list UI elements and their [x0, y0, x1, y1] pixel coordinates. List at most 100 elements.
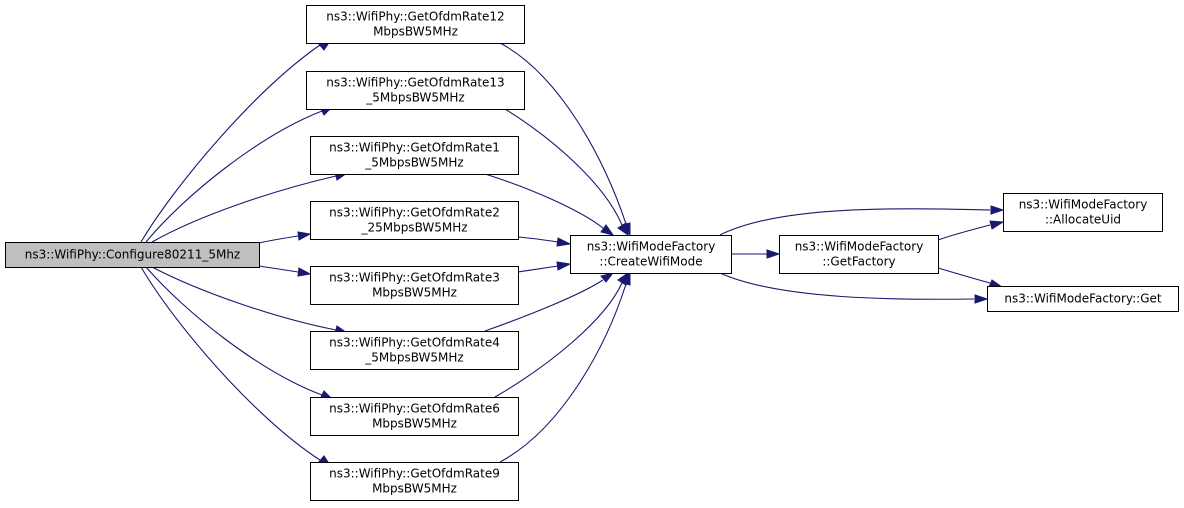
nodes-layer: ns3::WifiPhy::Configure80211_5Mhzns3::Wi…: [5, 5, 1179, 501]
edge-configure-to-r13_5: [145, 106, 334, 243]
node-label-line: ::AllocateUid: [1045, 213, 1121, 227]
edge-r4_5-to-create: [484, 272, 615, 332]
arrowhead-icon: [600, 224, 615, 236]
arrowhead-icon: [989, 220, 1005, 230]
node-label-line: ns3::WifiModeFactory: [795, 240, 924, 254]
node-label-line: ns3::WifiModeFactory::Get: [1004, 292, 1161, 306]
node-label-line: _5MbpsBW5MHz: [364, 351, 463, 365]
node-configure[interactable]: ns3::WifiPhy::Configure80211_5Mhz: [5, 242, 260, 268]
node-label-line: MbpsBW5MHz: [372, 417, 457, 431]
edge-line: [140, 44, 321, 243]
node-create[interactable]: ns3::WifiModeFactory::CreateWifiMode: [570, 235, 732, 274]
node-label-line: ns3::WifiModeFactory: [1019, 198, 1148, 212]
node-label-line: ns3::WifiPhy::GetOfdmRate4: [329, 336, 500, 350]
node-r4_5[interactable]: ns3::WifiPhy::GetOfdmRate4_5MbpsBW5MHz: [310, 331, 519, 370]
node-box[interactable]: [310, 136, 519, 175]
edge-create-to-getfactory: [731, 249, 781, 259]
node-label-line: ns3::WifiPhy::GetOfdmRate1: [329, 141, 500, 155]
edge-line: [140, 266, 321, 461]
node-box[interactable]: [310, 266, 519, 305]
node-box[interactable]: [310, 397, 519, 436]
edge-line: [258, 265, 299, 273]
edge-line: [145, 110, 323, 243]
edge-create-to-get: [719, 272, 989, 304]
arrowhead-icon: [297, 267, 312, 277]
arrowhead-icon: [974, 294, 989, 304]
edge-configure-to-r9: [140, 266, 332, 466]
root-node-box[interactable]: [5, 242, 260, 268]
edge-r1_5-to-create: [484, 173, 615, 236]
edge-configure-to-r3: [258, 265, 312, 277]
edge-r3-to-create: [517, 261, 572, 273]
edge-line: [517, 265, 559, 273]
node-box[interactable]: [310, 331, 519, 370]
edge-line: [151, 266, 337, 331]
node-label-line: MbpsBW5MHz: [372, 286, 457, 300]
arrowhead-icon: [556, 261, 572, 271]
node-box[interactable]: [306, 71, 525, 110]
edge-line: [937, 224, 991, 241]
edge-configure-to-r12: [140, 40, 332, 243]
node-label-line: ns3::WifiPhy::GetOfdmRate2: [329, 206, 500, 220]
arrowhead-icon: [600, 272, 615, 283]
edge-configure-to-r6: [145, 266, 334, 400]
arrowhead-icon: [617, 222, 629, 237]
arrowhead-icon: [988, 279, 1004, 288]
node-label-line: ::GetFactory: [822, 255, 895, 269]
edge-r9-to-create: [499, 271, 631, 463]
node-getfactory[interactable]: ns3::WifiModeFactory::GetFactory: [779, 235, 939, 274]
arrowhead-icon: [621, 271, 631, 286]
node-label-line: _25MbpsBW5MHz: [360, 221, 467, 235]
node-box[interactable]: [570, 235, 732, 274]
node-label-line: _5MbpsBW5MHz: [365, 91, 464, 105]
edge-line: [484, 279, 604, 332]
arrowhead-icon: [297, 231, 312, 241]
edge-line: [517, 236, 559, 243]
node-r13_5[interactable]: ns3::WifiPhy::GetOfdmRate13_5MbpsBW5MHz: [306, 71, 525, 110]
node-label-line: ns3::WifiPhy::GetOfdmRate6: [329, 402, 500, 416]
node-label-line: MbpsBW5MHz: [372, 482, 457, 496]
edge-configure-to-r2_25: [258, 231, 312, 244]
edge-line: [719, 208, 991, 236]
edge-getfactory-to-allocate: [937, 220, 1005, 241]
node-label-line: _5MbpsBW5MHz: [364, 156, 463, 170]
edge-r13_5-to-create: [504, 108, 629, 237]
node-label-line: ns3::WifiPhy::GetOfdmRate9: [329, 467, 500, 481]
node-box[interactable]: [1003, 193, 1163, 232]
edge-line: [937, 267, 991, 284]
arrowhead-icon: [766, 249, 781, 259]
node-label-line: ::CreateWifiMode: [599, 255, 702, 269]
node-box[interactable]: [779, 235, 939, 274]
node-label-line: ns3::WifiPhy::GetOfdmRate13: [326, 76, 504, 90]
node-allocate[interactable]: ns3::WifiModeFactory::AllocateUid: [1003, 193, 1163, 232]
edge-line: [494, 282, 623, 398]
arrowhead-icon: [990, 205, 1005, 215]
node-label-line: MbpsBW5MHz: [373, 25, 458, 39]
node-r2_25[interactable]: ns3::WifiPhy::GetOfdmRate2_25MbpsBW5MHz: [310, 201, 519, 240]
node-box[interactable]: [987, 286, 1179, 312]
edge-line: [719, 272, 975, 300]
node-label-line: ns3::WifiModeFactory: [587, 240, 716, 254]
node-label-line: ns3::WifiPhy::GetOfdmRate3: [329, 271, 500, 285]
node-box[interactable]: [310, 462, 519, 501]
edge-getfactory-to-get: [937, 267, 1004, 288]
node-label-line: ns3::WifiPhy::GetOfdmRate12: [326, 10, 504, 24]
node-label-line: ns3::WifiPhy::Configure80211_5Mhz: [25, 248, 240, 262]
edge-line: [151, 175, 337, 243]
edge-line: [484, 173, 604, 229]
edge-r2_25-to-create: [517, 236, 572, 247]
edge-create-to-allocate: [719, 205, 1005, 236]
edge-line: [504, 108, 623, 226]
node-get[interactable]: ns3::WifiModeFactory::Get: [987, 286, 1179, 312]
node-r1_5[interactable]: ns3::WifiPhy::GetOfdmRate1_5MbpsBW5MHz: [310, 136, 519, 175]
edge-line: [145, 266, 323, 396]
arrowhead-icon: [556, 237, 572, 247]
node-box[interactable]: [306, 5, 525, 44]
node-box[interactable]: [310, 201, 519, 240]
edge-line: [258, 235, 299, 244]
edge-line: [499, 283, 627, 463]
